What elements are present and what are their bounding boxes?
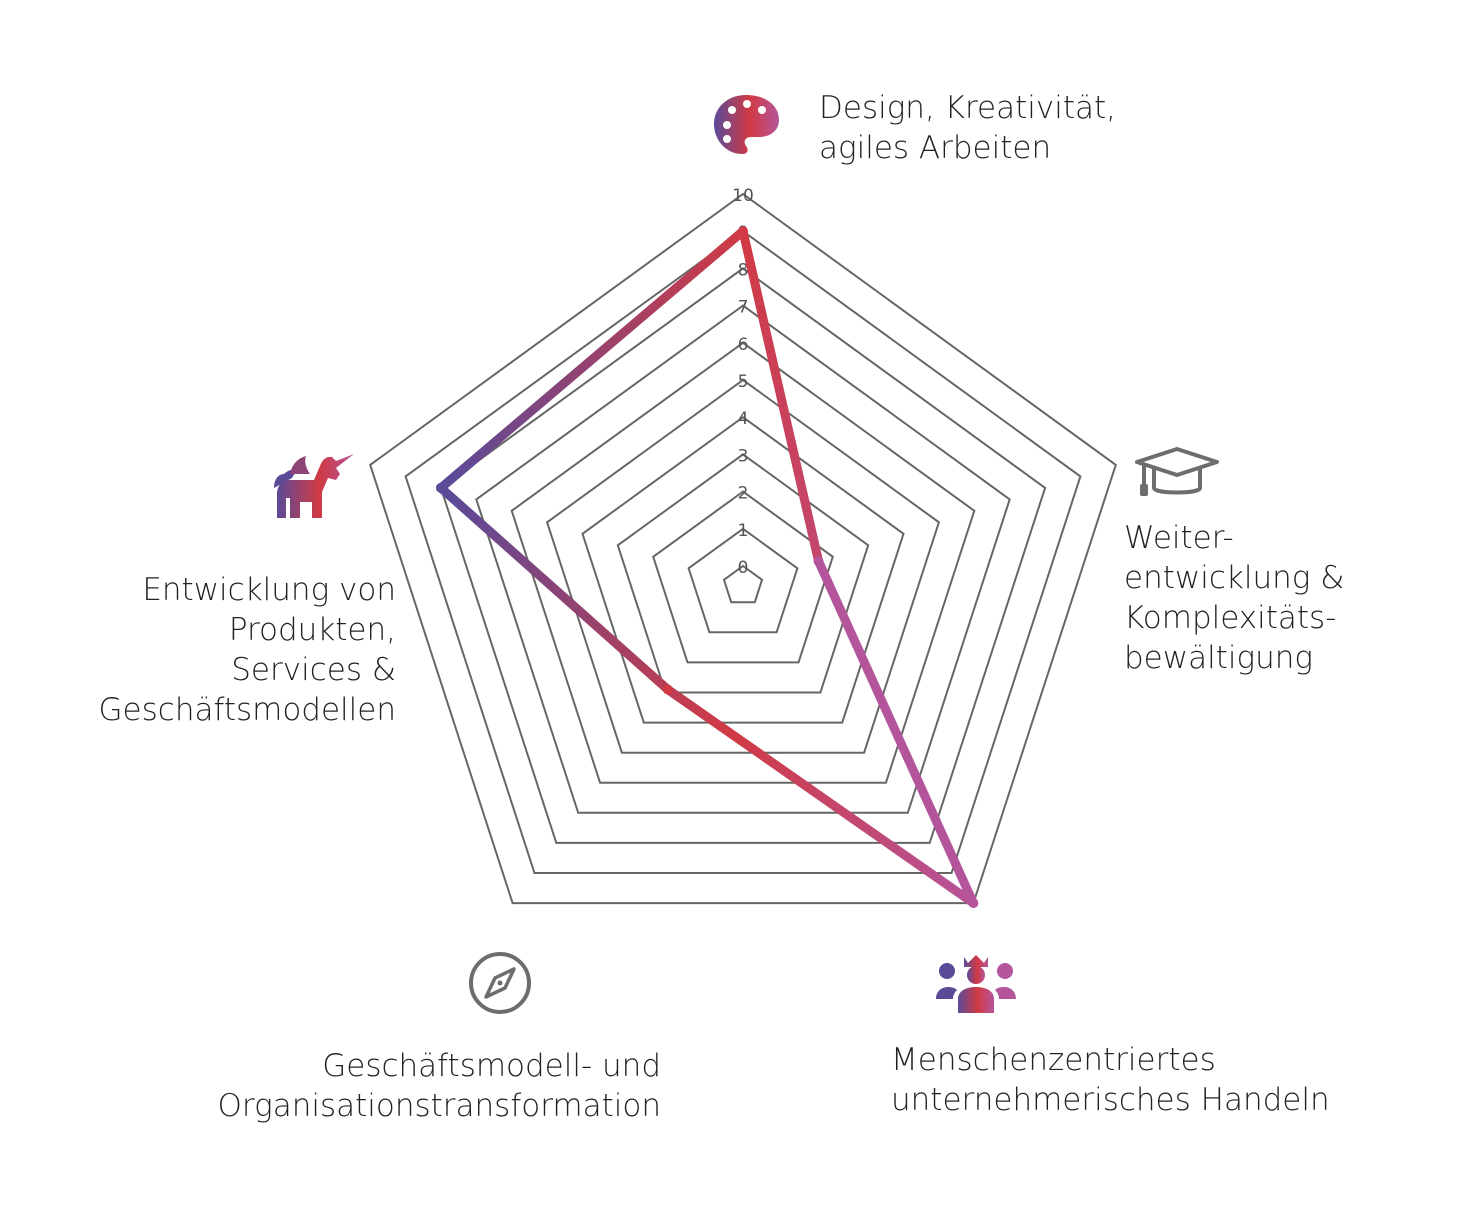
tick-label-3: 3 (738, 446, 749, 466)
series-segment-menschen-transformation (663, 685, 978, 908)
tick-label-4: 4 (738, 409, 749, 429)
tick-label-7: 7 (738, 298, 749, 318)
grid-ring-4 (581, 415, 905, 724)
tick-label-1: 1 (738, 521, 749, 541)
series-segment-entwicklung-design (436, 226, 748, 493)
grid-ring-9 (404, 229, 1082, 874)
grid-ring-5 (545, 378, 941, 754)
tick-label-10: 10 (732, 186, 754, 206)
series-segment-transformation-entwicklung (436, 483, 673, 694)
graduation-cap-icon (1135, 447, 1219, 496)
tick-label-2: 2 (738, 484, 749, 504)
compass-icon (469, 952, 531, 1014)
axis-label-design: Design, Kreativität, agiles Arbeiten (819, 90, 1117, 166)
radar-series (435, 226, 979, 909)
tick-label-0: 0 (738, 558, 749, 578)
axis-label-menschen: Menschenzentriertes unternehmerisches Ha… (891, 1042, 1330, 1118)
tick-label-5: 5 (738, 372, 749, 392)
grid-ring-6 (510, 341, 976, 784)
axis-label-weiterentwicklung: Weiter- entwicklung & Komplexitäts- bewä… (1124, 520, 1345, 676)
data-point-design (738, 226, 748, 237)
tick-label-6: 6 (738, 335, 749, 355)
unicorn-icon (274, 454, 354, 518)
grid-ring-0 (722, 564, 764, 604)
data-point-transformation (662, 684, 673, 695)
data-point-entwicklung (435, 482, 446, 493)
grid-ring-7 (475, 304, 1011, 814)
tick-label-8: 8 (738, 260, 749, 280)
data-point-weiterentwicklung (813, 556, 824, 567)
data-point-menschen (968, 898, 979, 909)
grid-ring-10 (369, 192, 1117, 905)
radar-tick-labels: 012345678910 (732, 186, 754, 578)
axis-label-entwicklung: Entwicklung von Produkten, Services & Ge… (98, 572, 396, 728)
axis-label-transformation: Geschäftsmodell- und Organisationstransf… (217, 1048, 662, 1124)
radar-grid (369, 192, 1117, 905)
grid-ring-8 (439, 267, 1047, 844)
series-segment-weiterentwicklung-menschen (814, 556, 978, 908)
team-icon (936, 955, 1016, 1013)
grid-ring-1 (687, 527, 799, 634)
grid-ring-3 (616, 453, 870, 694)
series-segment-design-weiterentwicklung (738, 226, 824, 566)
palette-icon (714, 95, 779, 154)
